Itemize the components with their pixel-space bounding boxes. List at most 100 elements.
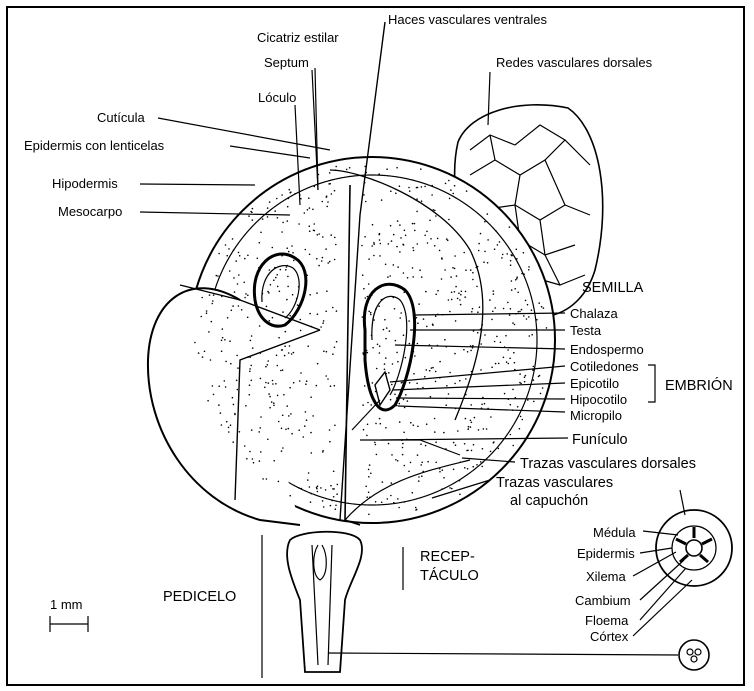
stipple-dot bbox=[288, 415, 290, 417]
stipple-dot bbox=[403, 291, 405, 293]
stipple-dot bbox=[525, 375, 527, 377]
stipple-dot bbox=[287, 286, 289, 288]
stipple-dot bbox=[399, 317, 401, 319]
stipple-dot bbox=[322, 236, 324, 238]
stipple-dot bbox=[417, 243, 419, 245]
stipple-dot bbox=[206, 312, 208, 314]
stipple-dot bbox=[293, 382, 295, 384]
stipple-dot bbox=[312, 415, 314, 417]
stipple-dot bbox=[296, 298, 298, 300]
stipple-dot bbox=[384, 369, 386, 371]
stipple-dot bbox=[298, 286, 300, 288]
stipple-dot bbox=[226, 421, 228, 423]
stipple-dot bbox=[326, 290, 328, 292]
stipple-dot bbox=[402, 454, 404, 456]
stipple-dot bbox=[307, 209, 309, 211]
stipple-dot bbox=[459, 480, 461, 482]
stipple-dot bbox=[311, 452, 313, 454]
stipple-dot bbox=[247, 317, 249, 319]
stipple-dot bbox=[300, 372, 302, 374]
stipple-dot bbox=[289, 345, 291, 347]
label-trazas-capuchon-2: al capuchón bbox=[510, 493, 588, 509]
stipple-dot bbox=[426, 423, 428, 425]
stipple-dot bbox=[459, 299, 461, 301]
stipple-dot bbox=[434, 431, 436, 433]
stipple-dot bbox=[416, 187, 418, 189]
stipple-dot bbox=[454, 353, 456, 355]
stipple-dot bbox=[252, 219, 254, 221]
stipple-dot bbox=[262, 293, 264, 295]
stipple-dot bbox=[416, 198, 418, 200]
stipple-dot bbox=[457, 430, 459, 432]
stipple-dot bbox=[527, 399, 529, 401]
stipple-dot bbox=[269, 407, 271, 409]
stipple-dot bbox=[325, 375, 327, 377]
stipple-dot bbox=[477, 311, 479, 313]
stipple-dot bbox=[495, 230, 497, 232]
stipple-dot bbox=[316, 258, 318, 260]
stipple-dot bbox=[300, 198, 302, 200]
stipple-dot bbox=[322, 322, 324, 324]
stipple-dot bbox=[211, 321, 213, 323]
stipple-dot bbox=[420, 168, 422, 170]
stipple-dot bbox=[403, 432, 405, 434]
stipple-dot bbox=[424, 235, 426, 237]
stipple-dot bbox=[478, 243, 480, 245]
stipple-dot bbox=[294, 193, 296, 195]
stipple-dot bbox=[308, 197, 310, 199]
stipple-dot bbox=[404, 465, 406, 467]
stipple-dot bbox=[250, 340, 252, 342]
stipple-dot bbox=[236, 355, 238, 357]
stipple-dot bbox=[309, 207, 311, 209]
stipple-dot bbox=[390, 399, 392, 401]
stipple-dot bbox=[310, 396, 312, 398]
stipple-dot bbox=[449, 372, 451, 374]
stipple-dot bbox=[372, 382, 374, 384]
stipple-dot bbox=[258, 431, 260, 433]
stipple-dot bbox=[298, 487, 300, 489]
stipple-dot bbox=[540, 393, 542, 395]
stipple-dot bbox=[514, 288, 516, 290]
stipple-dot bbox=[218, 404, 220, 406]
stipple-dot bbox=[272, 317, 274, 319]
stipple-dot bbox=[249, 384, 251, 386]
stipple-dot bbox=[287, 276, 289, 278]
stipple-dot bbox=[519, 311, 521, 313]
stipple-dot bbox=[481, 466, 483, 468]
stipple-dot bbox=[375, 391, 377, 393]
stipple-dot bbox=[277, 365, 279, 367]
stipple-dot bbox=[372, 224, 374, 226]
stipple-dot bbox=[455, 286, 457, 288]
stipple-dot bbox=[232, 305, 234, 307]
stipple-dot bbox=[379, 255, 381, 257]
stipple-dot bbox=[311, 326, 313, 328]
stipple-dot bbox=[366, 350, 368, 352]
stipple-dot bbox=[273, 402, 275, 404]
stipple-dot bbox=[407, 400, 409, 402]
stipple-dot bbox=[230, 424, 232, 426]
stipple-dot bbox=[332, 307, 334, 309]
stipple-dot bbox=[368, 283, 370, 285]
stipple-dot bbox=[299, 380, 301, 382]
stipple-dot bbox=[413, 373, 415, 375]
stipple-dot bbox=[375, 308, 377, 310]
stipple-dot bbox=[399, 185, 401, 187]
stipple-dot bbox=[375, 444, 377, 446]
stipple-dot bbox=[472, 308, 474, 310]
stipple-dot bbox=[533, 401, 535, 403]
stipple-dot bbox=[396, 246, 398, 248]
stipple-dot bbox=[453, 469, 455, 471]
stipple-dot bbox=[444, 339, 446, 341]
stipple-dot bbox=[517, 406, 519, 408]
stipple-dot bbox=[325, 489, 327, 491]
stipple-dot bbox=[269, 201, 271, 203]
stipple-dot bbox=[365, 201, 367, 203]
stipple-dot bbox=[288, 251, 290, 253]
stipple-dot bbox=[220, 412, 222, 414]
stipple-dot bbox=[290, 191, 292, 193]
stipple-dot bbox=[370, 473, 372, 475]
stipple-dot bbox=[464, 443, 466, 445]
stipple-dot bbox=[273, 460, 275, 462]
label-septum: Septum bbox=[264, 55, 309, 70]
stipple-dot bbox=[510, 264, 512, 266]
